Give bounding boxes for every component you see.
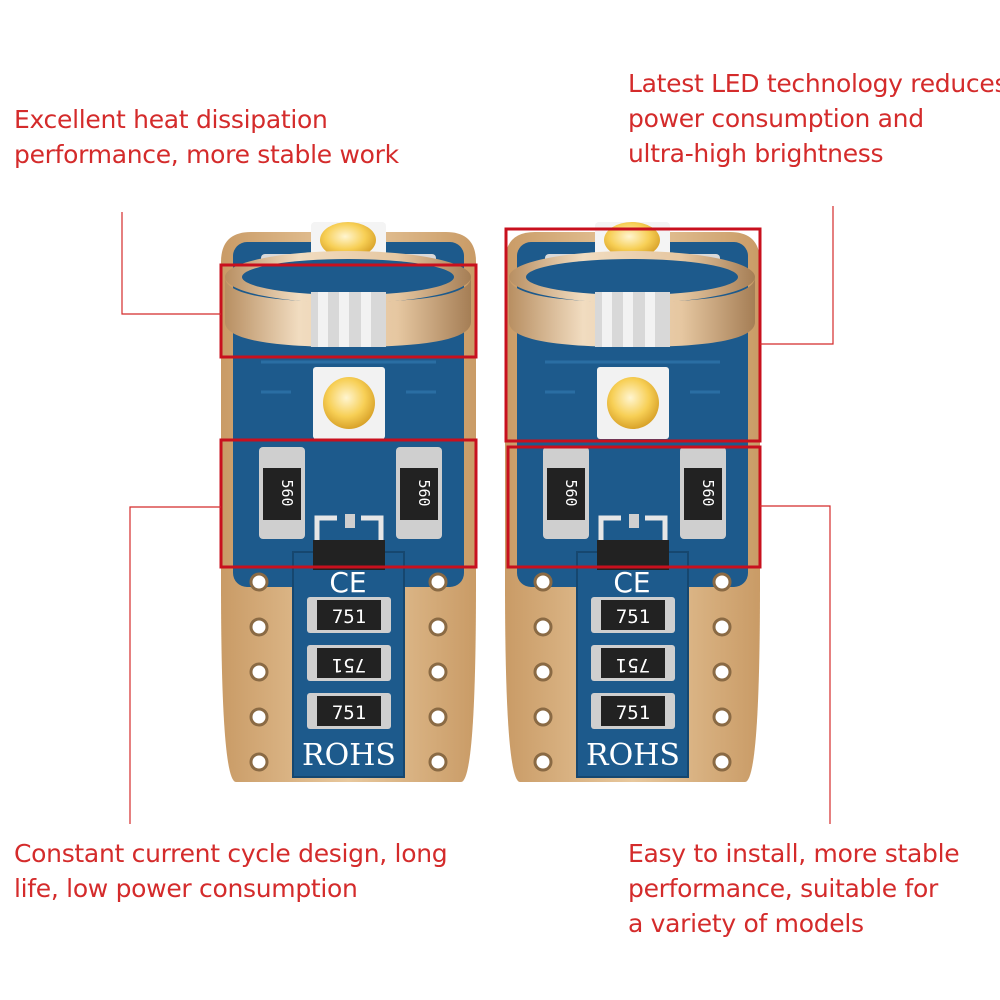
leader-line-bottom-left — [129, 506, 221, 824]
leader-line-bottom-right — [760, 505, 831, 824]
resistor-label: 751 — [616, 654, 650, 676]
highlight-box-led — [504, 227, 762, 443]
callout-heat-dissipation: Excellent heat dissipation performance, … — [14, 102, 399, 172]
resistor-label: 751 — [332, 654, 366, 676]
ce-mark: CE — [329, 566, 366, 599]
left-bulb: CE 560 560 751 751 751 ROHS — [221, 222, 476, 782]
highlight-box-circuit — [219, 438, 478, 569]
resistor-label: 560 — [699, 479, 717, 506]
callout-line: power consumption and — [628, 104, 924, 133]
right-bulb: CE 560 560 751 751 751 ROHS — [505, 222, 760, 782]
resistor-label: 560 — [415, 479, 433, 506]
rohs-mark: ROHS — [586, 738, 680, 773]
callout-line: a variety of models — [628, 909, 864, 938]
callout-line: Excellent heat dissipation — [14, 105, 328, 134]
callout-constant-current: Constant current cycle design, long life… — [14, 836, 448, 906]
ce-mark: CE — [613, 566, 650, 599]
callout-led-technology: Latest LED technology reduces power cons… — [628, 66, 1000, 171]
leader-lines — [121, 206, 834, 824]
highlight-boxes — [219, 227, 762, 569]
leader-line-top-right — [760, 206, 834, 345]
callout-line: Easy to install, more stable — [628, 839, 960, 868]
leader-line-top-left — [121, 212, 221, 315]
callout-line: Latest LED technology reduces — [628, 69, 1000, 98]
highlight-box-heat — [219, 263, 478, 359]
resistor-label: 560 — [278, 479, 296, 506]
resistor-label: 751 — [332, 702, 366, 724]
callout-line: Constant current cycle design, long — [14, 839, 448, 868]
resistor-label: 751 — [616, 606, 650, 628]
callout-line: performance, suitable for — [628, 874, 938, 903]
rohs-mark: ROHS — [302, 738, 396, 773]
callout-easy-install: Easy to install, more stable performance… — [628, 836, 960, 941]
resistor-label: 751 — [616, 702, 650, 724]
callout-line: life, low power consumption — [14, 874, 358, 903]
resistor-label: 560 — [562, 479, 580, 506]
resistor-label: 751 — [332, 606, 366, 628]
callout-line: ultra-high brightness — [628, 139, 884, 168]
highlight-box-install — [506, 445, 762, 569]
callout-line: performance, more stable work — [14, 140, 399, 169]
